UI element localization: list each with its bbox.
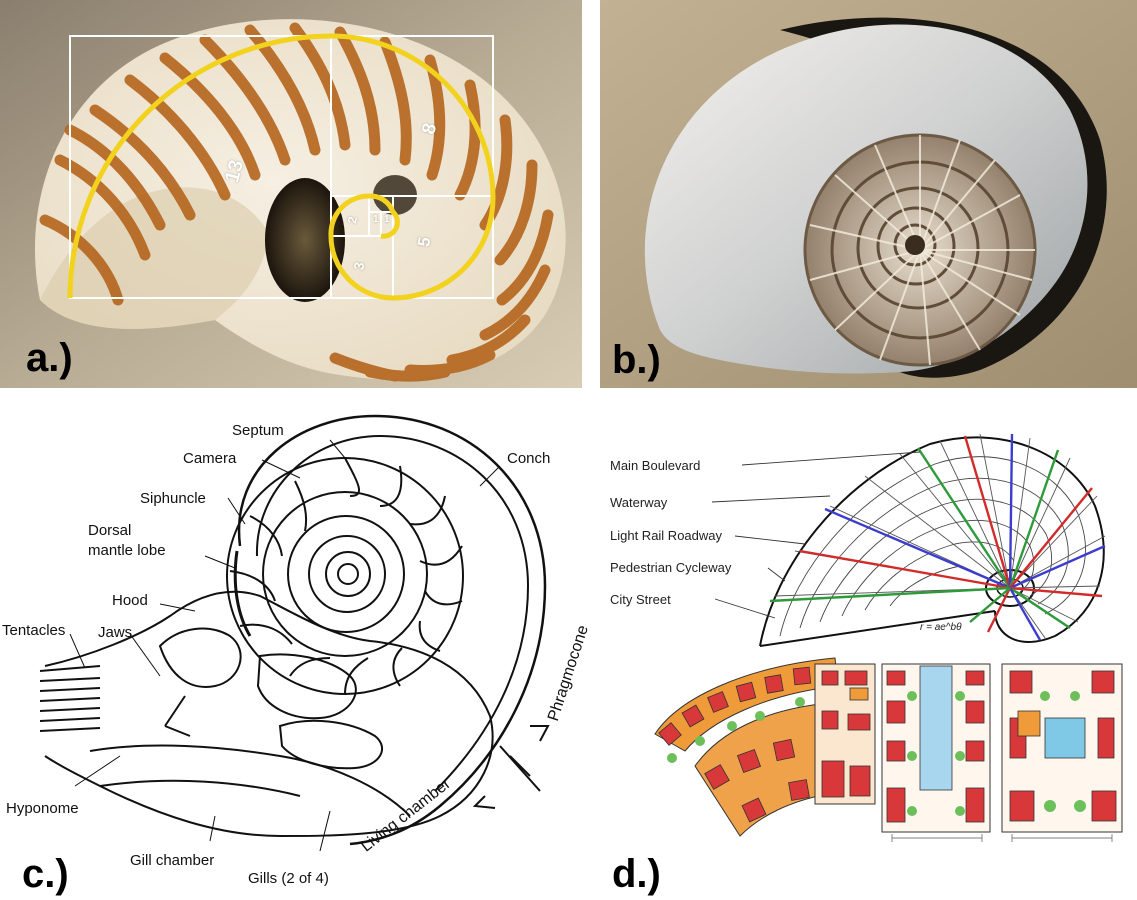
panel-a-image — [0, 0, 582, 388]
panel-d-label: d.) — [612, 852, 661, 896]
label-dorsal: Dorsal — [88, 522, 132, 539]
legend-pedestrian-cycleway: Pedestrian Cycleway — [610, 560, 732, 575]
fib-number-1a: 1 — [373, 214, 379, 225]
label-gill-chamber: Gill chamber — [130, 852, 215, 869]
panel-a-label: a.) — [26, 336, 73, 380]
label-jaws: Jaws — [98, 624, 133, 641]
panel-d-drawing — [654, 433, 1123, 842]
label-siphuncle: Siphuncle — [140, 490, 206, 507]
panel-c-anatomy-diagram: Septum Camera Conch Siphuncle Dorsal man… — [0, 396, 600, 900]
label-gills: Gills (2 of 4) — [248, 870, 329, 887]
legend-light-rail-roadway: Light Rail Roadway — [610, 528, 723, 543]
fib-number-1b: 1 — [384, 214, 390, 225]
label-tentacles: Tentacles — [2, 622, 66, 639]
panel-c-label: c.) — [22, 852, 69, 896]
label-conch: Conch — [507, 450, 551, 467]
label-mantle-lobe: mantle lobe — [88, 542, 166, 559]
panel-b-image — [600, 0, 1137, 388]
legend-city-street: City Street — [610, 592, 671, 607]
legend-main-boulevard: Main Boulevard — [610, 458, 701, 473]
label-hyponome: Hyponome — [6, 800, 79, 817]
legend-waterway: Waterway — [610, 495, 668, 510]
golden-spiral — [67, 33, 496, 301]
spiral-formula: r = ae^bθ — [920, 622, 962, 633]
panel-c-drawing — [39, 414, 550, 852]
label-septum: Septum — [232, 422, 284, 439]
panel-d-spiral-city-plan: Main Boulevard Waterway Light Rail Roadw… — [600, 396, 1137, 900]
label-hood: Hood — [112, 592, 148, 609]
panel-a-golden-shell: 13 8 5 3 2 1 1 a.) — [0, 0, 582, 388]
label-camera: Camera — [183, 450, 237, 467]
panel-b-label: b.) — [612, 338, 661, 382]
panel-b-shell-cross-section: b.) — [600, 0, 1137, 388]
